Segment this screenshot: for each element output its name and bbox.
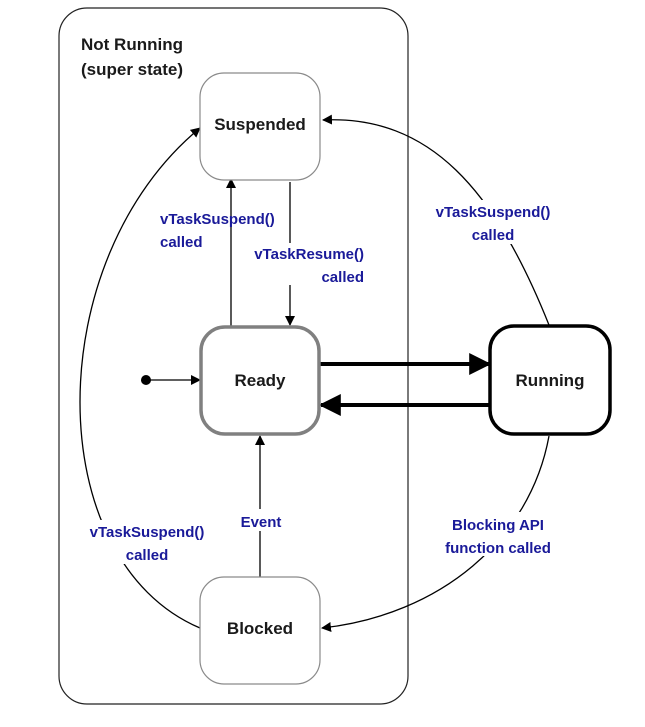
svg-text:called: called [321, 269, 364, 286]
super-state-subtitle: (super state) [81, 60, 183, 79]
label-running-to-suspended: vTaskSuspend() called [432, 200, 554, 244]
state-running: Running [488, 324, 612, 436]
svg-text:called: called [472, 227, 515, 244]
state-blocked: Blocked [199, 576, 321, 685]
svg-text:called: called [126, 547, 169, 564]
svg-text:called: called [160, 234, 203, 251]
label-suspended-to-ready: vTaskResume() called [250, 243, 365, 286]
svg-text:vTaskResume(): vTaskResume() [254, 246, 364, 263]
state-ready-label: Ready [234, 371, 286, 390]
svg-text:vTaskSuspend(): vTaskSuspend() [90, 524, 205, 541]
edge-running-to-suspended [322, 114, 550, 326]
edge-blocked-to-suspended [79, 127, 201, 629]
label-blocked-to-suspended: vTaskSuspend() called [86, 520, 208, 564]
svg-text:function called: function called [445, 540, 551, 557]
svg-text:vTaskSuspend(): vTaskSuspend() [160, 211, 275, 228]
label-ready-to-suspended: vTaskSuspend() called [160, 211, 275, 251]
edge-running-to-blocked [321, 435, 550, 632]
state-blocked-label: Blocked [227, 619, 293, 638]
state-suspended-label: Suspended [214, 115, 306, 134]
not-running-super-state [58, 7, 409, 705]
label-running-to-blocked: Blocking API function called [440, 512, 558, 557]
svg-text:Blocking API: Blocking API [452, 517, 544, 534]
state-suspended: Suspended [199, 72, 321, 181]
state-ready: Ready [199, 325, 321, 436]
svg-text:vTaskSuspend(): vTaskSuspend() [436, 204, 551, 221]
super-state-title: Not Running [81, 35, 183, 54]
state-running-label: Running [516, 371, 585, 390]
svg-text:Event: Event [241, 514, 282, 531]
label-blocked-to-ready: Event [236, 509, 286, 531]
